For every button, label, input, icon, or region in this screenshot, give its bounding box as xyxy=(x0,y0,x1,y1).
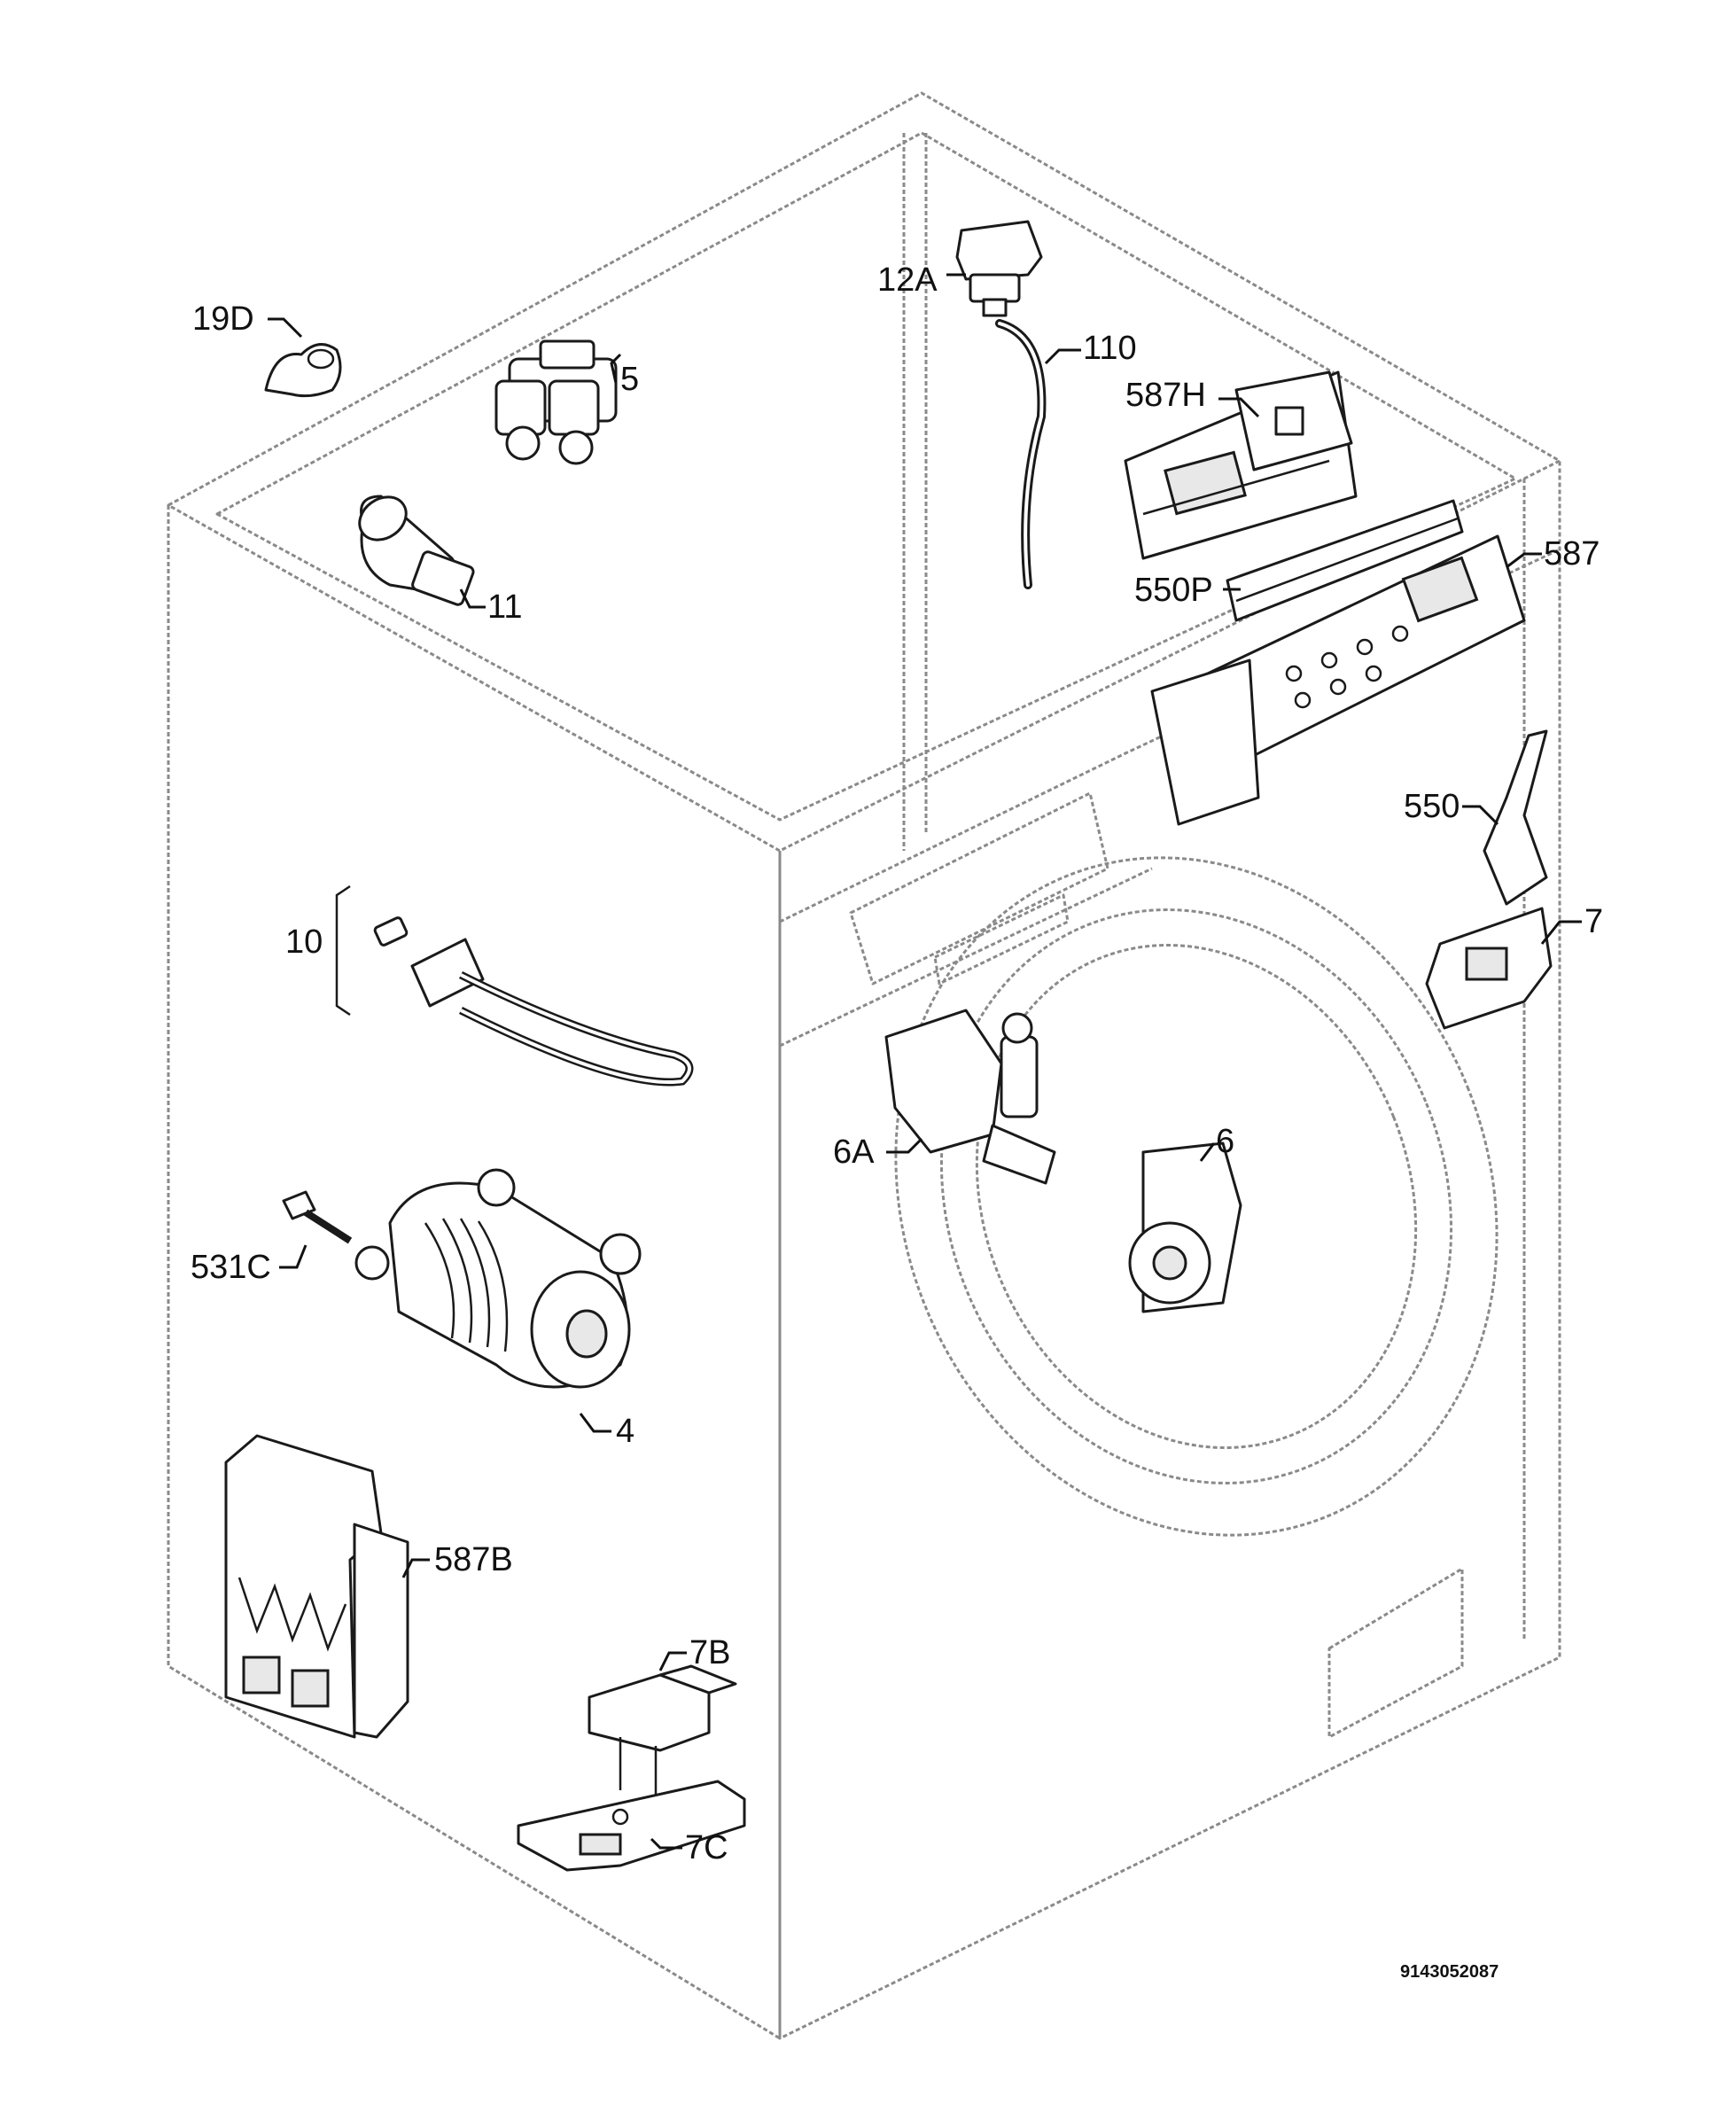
callout-550P: 550P xyxy=(1134,572,1213,609)
part-4-motor xyxy=(354,1168,642,1389)
callout-7B: 7B xyxy=(689,1634,730,1671)
callout-19D: 19D xyxy=(192,300,254,338)
callout-11: 11 xyxy=(487,588,522,626)
callout-4: 4 xyxy=(616,1413,634,1450)
document-id: 9143052087 xyxy=(1400,1962,1499,1982)
part-10-heating-element xyxy=(335,884,694,1087)
part-110-hose xyxy=(995,319,1047,589)
callout-550: 550 xyxy=(1404,788,1460,825)
callout-110: 110 xyxy=(1083,330,1137,367)
part-5-inlet-valve xyxy=(494,339,618,465)
part-587-control-board xyxy=(1150,534,1526,826)
part-531C-bolt xyxy=(282,1190,353,1244)
callout-6A: 6A xyxy=(833,1134,875,1171)
cabinet-outline xyxy=(167,91,1561,2040)
part-6-drain-pump xyxy=(1128,1141,1242,1313)
callout-10: 10 xyxy=(285,923,323,961)
callout-labels: 19D 5 12A 110 587H 11 550P 587 550 10 7 … xyxy=(191,261,1603,1982)
part-7C-base xyxy=(517,1780,746,1872)
part-19D xyxy=(264,343,342,398)
callout-587B: 587B xyxy=(434,1541,513,1578)
callout-587: 587 xyxy=(1544,535,1600,573)
callout-7: 7 xyxy=(1584,903,1603,940)
part-7-door-lock xyxy=(1425,907,1553,1030)
part-12A-pressure-switch xyxy=(955,220,1043,317)
callout-12A: 12A xyxy=(877,261,938,299)
part-550-door-handle xyxy=(1483,729,1548,906)
part-7B-switch xyxy=(588,1664,737,1799)
callout-587H: 587H xyxy=(1125,377,1206,414)
part-6A-pump xyxy=(884,1009,1056,1185)
callout-6: 6 xyxy=(1216,1123,1234,1160)
part-11-filter xyxy=(358,495,475,606)
part-550P-strip xyxy=(1226,499,1464,622)
leader-lines xyxy=(268,273,1582,1850)
callout-531C: 531C xyxy=(191,1249,271,1286)
callout-5: 5 xyxy=(620,361,639,398)
part-587B-module xyxy=(224,1434,409,1739)
callout-7C: 7C xyxy=(685,1829,728,1866)
part-587H-module xyxy=(1124,370,1358,560)
